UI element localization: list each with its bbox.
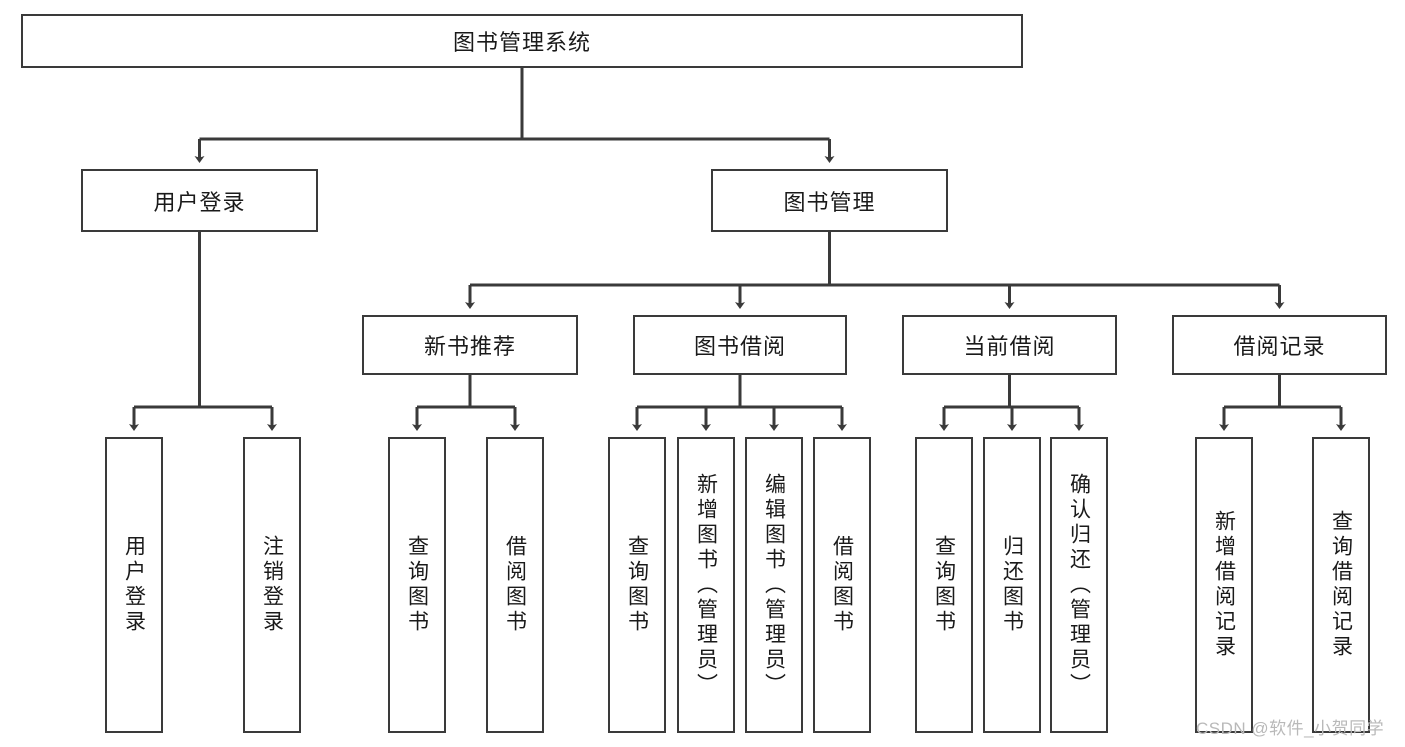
node-label: 借阅图书	[503, 535, 527, 635]
node-编辑图书管理员[interactable]: 编辑图书（管理员）	[745, 437, 803, 733]
node-新增借阅记录[interactable]: 新增借阅记录	[1195, 437, 1253, 733]
node-借阅图书[interactable]: 借阅图书	[813, 437, 871, 733]
node-确认归还管理员[interactable]: 确认归还（管理员）	[1050, 437, 1108, 733]
csdn-watermark: CSDN @软件_小贺同学	[1196, 719, 1385, 738]
node-查询图书[interactable]: 查询图书	[915, 437, 973, 733]
node-查询图书[interactable]: 查询图书	[608, 437, 666, 733]
node-借阅记录[interactable]: 借阅记录	[1172, 315, 1387, 375]
node-查询图书[interactable]: 查询图书	[388, 437, 446, 733]
node-label: 图书管理系统	[452, 30, 591, 55]
node-label: 编辑图书（管理员）	[762, 472, 786, 698]
node-label: 当前借阅	[963, 334, 1056, 359]
node-label: 借阅图书	[830, 535, 854, 635]
node-label: 查询借阅记录	[1329, 510, 1353, 660]
node-label: 查询图书	[932, 535, 956, 635]
node-查询借阅记录[interactable]: 查询借阅记录	[1312, 437, 1370, 733]
node-图书管理系统[interactable]: 图书管理系统	[21, 14, 1023, 68]
node-用户登录[interactable]: 用户登录	[105, 437, 163, 733]
node-label: 注销登录	[260, 535, 284, 635]
node-新书推荐[interactable]: 新书推荐	[362, 315, 578, 375]
node-label: 用户登录	[122, 535, 146, 635]
node-归还图书[interactable]: 归还图书	[983, 437, 1041, 733]
node-用户登录[interactable]: 用户登录	[81, 169, 318, 232]
node-label: 归还图书	[1000, 535, 1024, 635]
node-label: 新书推荐	[423, 334, 516, 359]
node-label: 查询图书	[405, 535, 429, 635]
node-label: 借阅记录	[1233, 334, 1326, 359]
node-新增图书管理员[interactable]: 新增图书（管理员）	[677, 437, 735, 733]
node-图书借阅[interactable]: 图书借阅	[633, 315, 847, 375]
node-图书管理[interactable]: 图书管理	[711, 169, 948, 232]
node-label: 新增图书（管理员）	[694, 472, 718, 698]
node-label: 确认归还（管理员）	[1067, 472, 1091, 698]
node-借阅图书[interactable]: 借阅图书	[486, 437, 544, 733]
node-当前借阅[interactable]: 当前借阅	[902, 315, 1117, 375]
node-label: 新增借阅记录	[1212, 510, 1236, 660]
node-label: 图书管理	[783, 189, 876, 215]
node-label: 查询图书	[625, 535, 649, 635]
node-label: 图书借阅	[693, 334, 786, 359]
node-label: 用户登录	[153, 189, 246, 215]
node-注销登录[interactable]: 注销登录	[243, 437, 301, 733]
